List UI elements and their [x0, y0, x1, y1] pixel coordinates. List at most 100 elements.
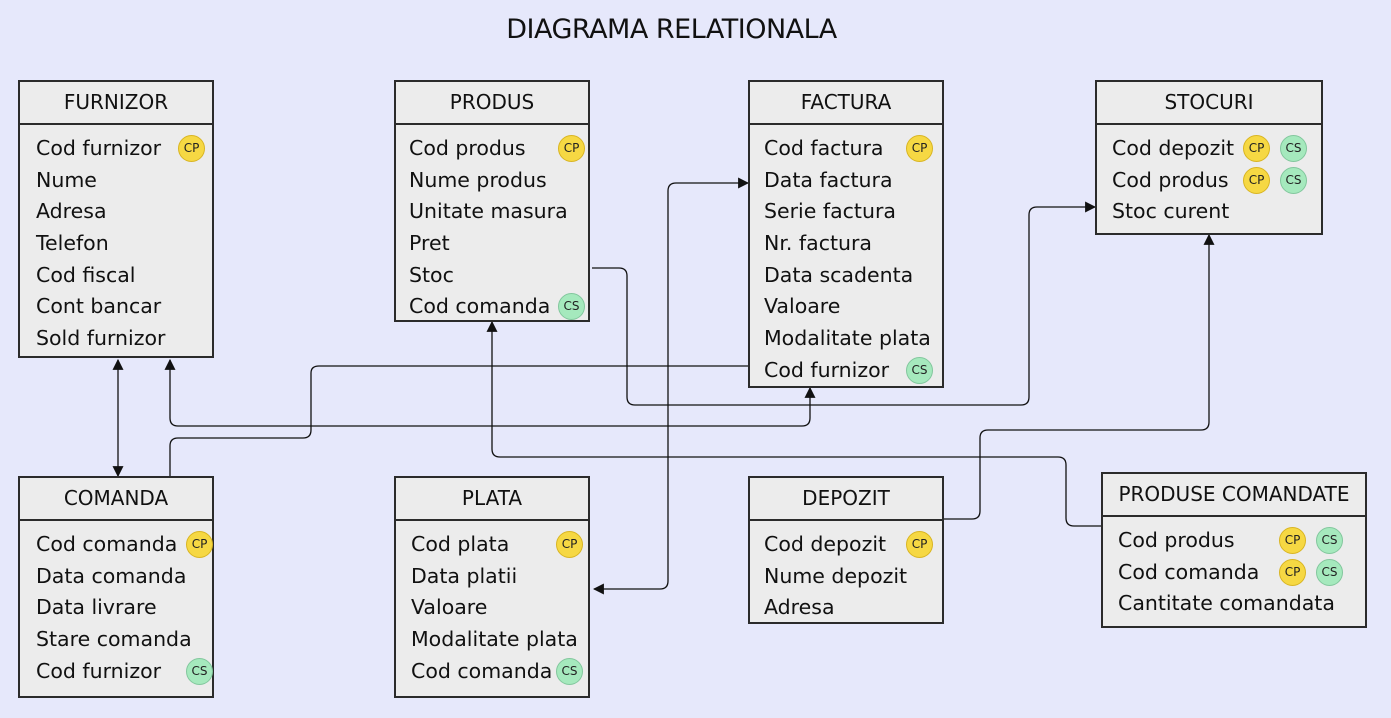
attribute-name: Nume [36, 167, 97, 192]
attribute-row: Cod depozit CP CS [1097, 133, 1321, 165]
attribute-name: Cod furnizor [36, 658, 162, 683]
primary-key-badge: CP [1243, 135, 1270, 162]
attribute-row: Nume depozit [750, 561, 942, 593]
attribute-name: Cod depozit [1112, 136, 1235, 160]
attribute-row: Sold furnizor [20, 323, 212, 355]
attribute-row: Modalitate plata [750, 323, 942, 355]
foreign-key-badge: CS [1316, 558, 1343, 586]
attribute-name: Cod factura [764, 136, 884, 160]
primary-key-badge: CP [1279, 558, 1306, 586]
entity-header: DEPOZIT [750, 478, 942, 521]
foreign-key-badge: CS [186, 657, 213, 685]
attribute-name: Cod produs [409, 136, 526, 160]
link-factura-furnizor [164, 358, 816, 427]
attribute-row: Cod depozit CP [750, 529, 942, 561]
attribute-row: Cod furnizor CS [20, 656, 213, 688]
attribute-name: Cod fiscal [36, 262, 136, 287]
attribute-row: Stoc curent [1097, 196, 1321, 228]
attribute-name: Cod comanda [36, 532, 178, 556]
attribute-name: Cod produs [1112, 167, 1229, 192]
entity-header: FURNIZOR [20, 82, 212, 125]
attribute-row: Serie factura [750, 196, 942, 228]
attribute-name: Pret [409, 231, 450, 256]
attribute-name: Cod produs [1118, 528, 1235, 552]
attribute-name: Data scadenta [764, 262, 914, 287]
attribute-name: Data platii [411, 563, 518, 588]
attribute-row: Cod fiscal [20, 260, 212, 292]
attribute-name: Serie factura [764, 199, 896, 224]
diagram-title: DIAGRAMA RELATIONALA [506, 14, 837, 45]
attribute-name: Unitate masura [409, 199, 568, 224]
attribute-name: Cod furnizor [764, 357, 890, 382]
primary-key-badge: CP [186, 531, 213, 558]
attribute-name: Cod comanda [411, 658, 553, 683]
attribute-row: Data scadenta [750, 260, 942, 292]
attribute-row: Adresa [20, 196, 212, 228]
attribute-name: Stoc [409, 262, 454, 287]
primary-key-badge: CP [906, 531, 933, 558]
attribute-name: Cod plata [411, 532, 510, 556]
attribute-name: Adresa [764, 595, 835, 620]
attribute-row: Telefon [20, 228, 212, 260]
primary-key-badge: CP [558, 135, 585, 162]
primary-key-badge: CP [556, 531, 583, 558]
attribute-name: Cont bancar [36, 294, 162, 319]
entity-header: PRODUSE COMANDATE [1103, 474, 1365, 517]
attribute-name: Valoare [764, 294, 841, 319]
link-plata-factura [592, 177, 750, 595]
primary-key-badge: CP [178, 135, 205, 162]
attribute-row: Nume produs [396, 165, 588, 197]
attribute-row: Stare comanda [20, 624, 212, 656]
attribute-name: Adresa [36, 199, 107, 224]
entity-header: PRODUS [396, 82, 588, 125]
attribute-row: Data factura [750, 165, 942, 197]
attribute-name: Cod comanda [409, 294, 551, 319]
attribute-name: Nume depozit [764, 563, 908, 588]
foreign-key-badge: CS [558, 293, 585, 321]
link-comanda-factura [169, 365, 748, 476]
attribute-name: Stare comanda [36, 627, 192, 652]
attribute-name: Cantitate comandata [1118, 591, 1335, 616]
attribute-row: Cantitate comandata [1103, 588, 1365, 620]
attribute-name: Nr. factura [764, 231, 872, 256]
foreign-key-badge: CS [906, 356, 933, 384]
link-produse-comandate-produs [486, 320, 1101, 527]
attribute-row: Cont bancar [20, 291, 212, 323]
attribute-name: Data comanda [36, 563, 187, 588]
attribute-row: Pret [396, 228, 588, 260]
attribute-row: Adresa [750, 592, 942, 624]
attribute-name: Data livrare [36, 595, 157, 620]
foreign-key-badge: CS [1280, 166, 1307, 194]
attribute-row: Cod plata CP [396, 529, 588, 561]
attribute-row: Cod furnizor CS [750, 355, 942, 387]
foreign-key-badge: CS [1316, 527, 1343, 554]
foreign-key-badge: CS [1280, 135, 1307, 162]
attribute-row: Unitate masura [396, 196, 588, 228]
entity-header: PLATA [396, 478, 588, 521]
attribute-name: Sold furnizor [36, 326, 166, 351]
attribute-name: Modalitate plata [411, 627, 578, 652]
attribute-row: Cod comanda CS [396, 291, 588, 323]
attribute-name: Cod comanda [1118, 559, 1260, 584]
attribute-row: Stoc [396, 260, 588, 292]
attribute-name: Data factura [764, 167, 893, 192]
foreign-key-badge: CS [556, 657, 583, 685]
attribute-row: Cod comanda CP CS [1103, 557, 1365, 589]
attribute-name: Cod depozit [764, 532, 887, 556]
attribute-row: Valoare [750, 291, 942, 323]
attribute-row: Cod produs CP [396, 133, 588, 165]
attribute-row: Modalitate plata [396, 624, 588, 656]
